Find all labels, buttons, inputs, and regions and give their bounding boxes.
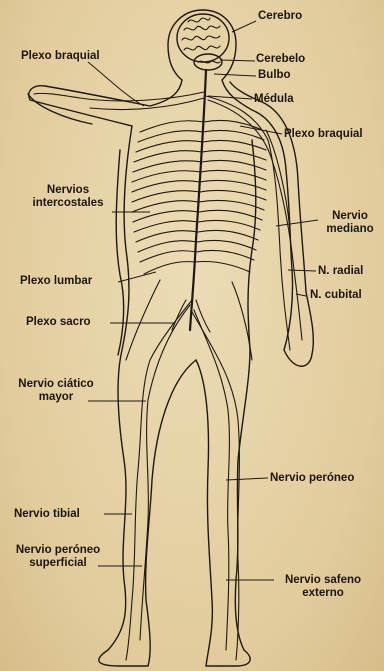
label-medula: Médula <box>254 93 294 106</box>
label-plexo-braquial-right: Plexo braquial <box>284 128 363 141</box>
label-cerebelo: Cerebelo <box>256 53 305 66</box>
label-nervio-peroneo-sup-line1: Nervio peróneo <box>4 544 112 557</box>
label-nervios-intercostales-line2: intercostales <box>22 197 114 210</box>
brain-region <box>177 14 229 70</box>
leg-nerves <box>126 280 252 660</box>
label-nervio-ciatico-line2: mayor <box>8 391 104 404</box>
label-plexo-braquial-left: Plexo braquial <box>21 50 100 63</box>
label-plexo-sacro: Plexo sacro <box>26 316 91 329</box>
label-nervio-mediano-line1: Nervio <box>320 210 380 223</box>
label-nervio-safeno-line1: Nervio safeno <box>274 574 372 587</box>
label-plexo-lumbar: Plexo lumbar <box>20 275 92 288</box>
label-nervio-mediano: Nervio mediano <box>320 210 380 236</box>
label-nervio-peroneo-sup-line2: superficial <box>4 557 112 570</box>
label-cerebro: Cerebro <box>258 10 302 23</box>
label-nervio-peroneo: Nervio peróneo <box>270 472 354 485</box>
label-nervio-tibial: Nervio tibial <box>14 508 80 521</box>
label-n-cubital: N. cubital <box>310 289 362 302</box>
label-nervio-safeno-externo: Nervio safeno externo <box>274 574 372 600</box>
label-n-radial: N. radial <box>318 265 363 278</box>
label-nervio-mediano-line2: mediano <box>320 223 380 236</box>
arm-nerves <box>34 92 302 350</box>
label-nervios-intercostales: Nervios intercostales <box>22 184 114 210</box>
label-nervios-intercostales-line1: Nervios <box>22 184 114 197</box>
label-nervio-peroneo-superficial: Nervio peróneo superficial <box>4 544 112 570</box>
label-nervio-safeno-line2: externo <box>274 587 372 600</box>
label-bulbo: Bulbo <box>258 69 291 82</box>
spinal-cord <box>190 70 206 330</box>
label-nervio-ciatico-line1: Nervio ciático <box>8 378 104 391</box>
label-nervio-ciatico-mayor: Nervio ciático mayor <box>8 378 104 404</box>
